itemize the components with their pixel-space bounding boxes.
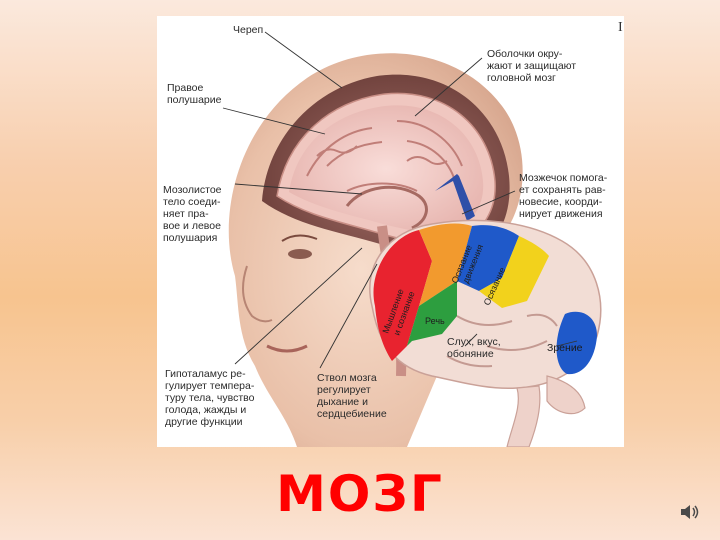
corner-mark: I [618, 20, 623, 36]
label-hearing: Слух, вкус, обоняние [447, 336, 501, 360]
speaker-icon[interactable] [679, 502, 701, 522]
label-meninges: Оболочки окру- жают и защищают головной … [487, 48, 576, 84]
lobe-label-speech: Речь [425, 316, 445, 326]
label-brainstem: Ствол мозга регулирует дыхание и сердцеб… [317, 372, 387, 420]
brain-diagram-panel: Мышление и сознание Осязание движения Ос… [157, 16, 624, 447]
label-vision: Зрение [547, 342, 583, 354]
label-corpus-callosum: Мозолистое тело соеди- няет пра- вое и л… [163, 184, 222, 244]
slide-title: МОЗГ [0, 465, 720, 523]
label-skull: Череп [233, 24, 263, 36]
label-right-hemisphere: Правое полушарие [167, 82, 221, 106]
label-hypothalamus: Гипоталамус ре- гулирует темпера- туру т… [165, 368, 254, 428]
label-cerebellum: Мозжечок помога- ет сохранять рав- новес… [519, 172, 607, 220]
